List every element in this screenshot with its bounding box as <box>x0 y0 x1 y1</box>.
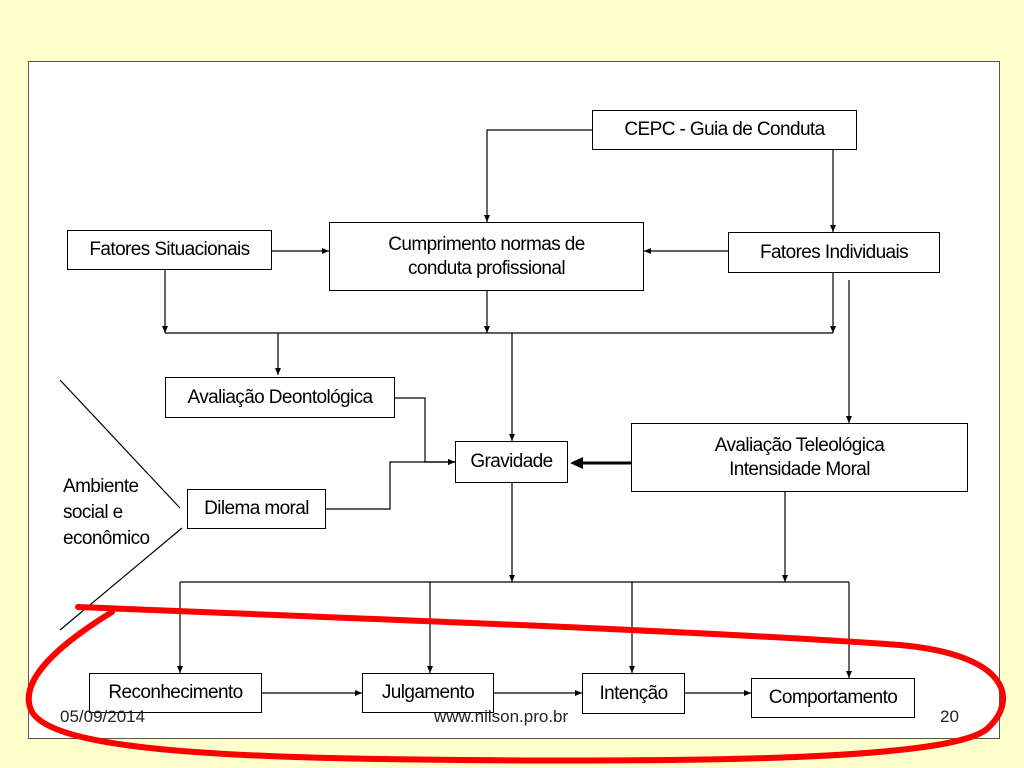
connector-dilema-gravidade <box>326 459 455 510</box>
box-fatores-situacionais: Fatores Situacionais <box>67 230 272 270</box>
box-fatores-individuais: Fatores Individuais <box>728 232 940 273</box>
connector-teleologica-gravidade-head <box>570 457 583 469</box>
footer-page-number: 20 <box>940 707 959 726</box>
box-gravidade: Gravidade <box>455 441 568 483</box>
box-intencao: Intenção <box>582 673 685 714</box>
box-cumprimento: Cumprimento normas de conduta profission… <box>329 222 644 291</box>
ambiente-label: Ambiente social e econômico <box>63 476 150 549</box>
connector-deontologica-gravidade <box>395 397 455 465</box>
ambiente-diagonal-upper <box>59 379 181 509</box>
box-avaliacao-deontologica: Avaliação Deontológica <box>165 377 395 418</box>
box-comportamento: Comportamento <box>751 678 915 718</box>
connector-cepc-cumprimento <box>484 129 592 222</box>
box-dilema-moral: Dilema moral <box>187 489 326 529</box>
footer-url: www.nilson.pro.br <box>434 707 569 726</box>
box-cepc: CEPC - Guia de Conduta <box>592 110 857 150</box>
box-avaliacao-teleologica: Avaliação Teleológica Intensidade Moral <box>631 423 968 492</box>
footer-date: 05/09/2014 <box>60 707 146 726</box>
